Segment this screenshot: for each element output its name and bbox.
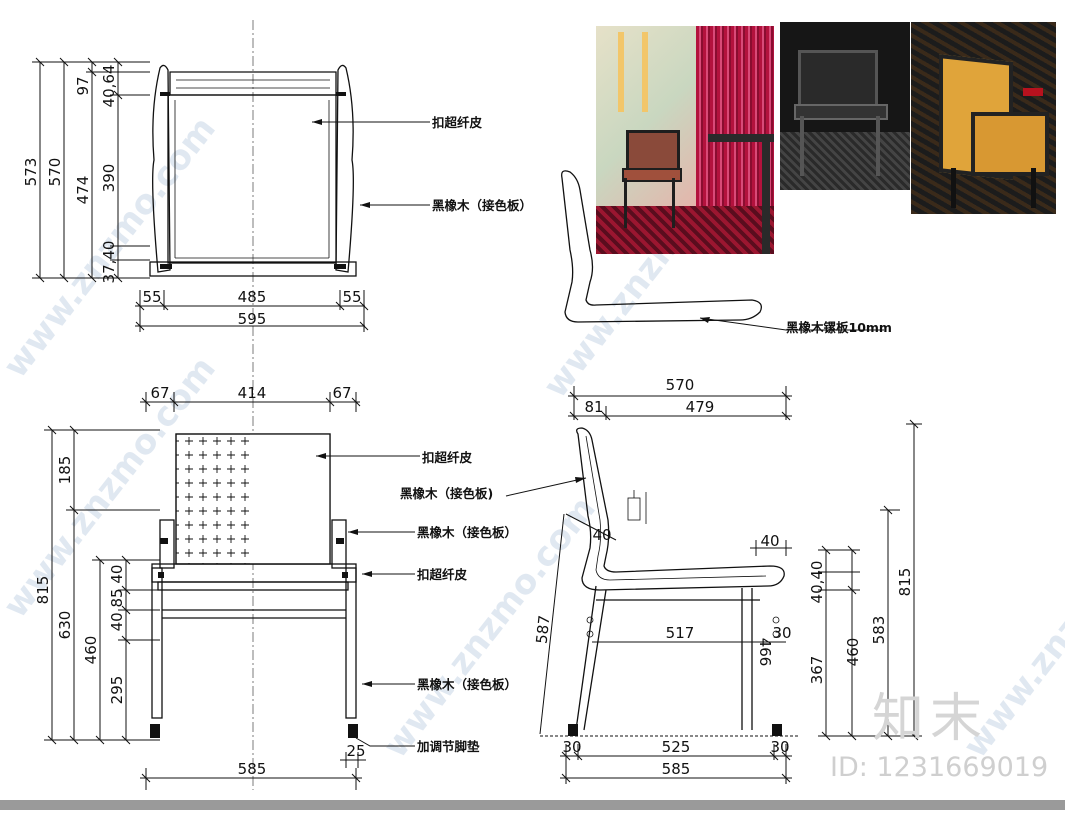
- photo-orange-chair: [911, 22, 1056, 214]
- dim-185: 185: [56, 456, 74, 485]
- dim-525: 525: [662, 738, 691, 756]
- dim-570-side: 570: [666, 376, 695, 394]
- dim-25: 25: [346, 742, 365, 760]
- dim-815-side: 815: [896, 568, 914, 597]
- dim-37-40: 37,40: [100, 241, 118, 284]
- dim-583: 583: [870, 616, 888, 645]
- dim-67-left: 67: [150, 384, 169, 402]
- dim-815-front: 815: [34, 576, 52, 605]
- dim-517: 517: [666, 624, 695, 642]
- brand-watermark: 知末: [872, 689, 989, 749]
- dim-55-left: 55: [142, 288, 161, 306]
- dim-81: 81: [584, 398, 603, 416]
- dim-295: 295: [108, 676, 126, 705]
- dim-585-side: 585: [662, 760, 691, 778]
- side-view: 570 81 479 40 40 587 517 30 466 367 40,4…: [400, 376, 922, 784]
- dim-466: 466: [756, 638, 774, 667]
- dim-630: 630: [56, 611, 74, 640]
- dim-55-right: 55: [342, 288, 361, 306]
- label-oak-side: 黑橡木（接色板): [400, 486, 493, 501]
- dim-479: 479: [686, 398, 715, 416]
- dim-390: 390: [100, 164, 118, 193]
- top-view: 573 570 474 97 40,64 390 37,40 55 485 55…: [22, 57, 532, 332]
- photo-dining-room: [596, 26, 774, 254]
- label-oak-front-leg: 黑橡木（接色板）: [417, 677, 517, 692]
- dim-587: 587: [533, 614, 554, 644]
- watermark-layer: www.znzmo.com www.znzmo.com www.znzmo.co…: [0, 109, 1065, 765]
- plywood-profile: 黑橡木镙板10mm: [561, 170, 892, 335]
- dim-97: 97: [74, 76, 92, 95]
- dim-30-mid: 30: [772, 624, 791, 642]
- label-foot-pad: 加调节脚垫: [416, 739, 480, 754]
- dim-40-85-40: 40 85 40: [108, 565, 126, 632]
- label-plywood: 黑橡木镙板10mm: [786, 320, 892, 335]
- dim-40-40: 40,40: [808, 561, 826, 604]
- label-leather-top: 扣超纤皮: [432, 115, 483, 130]
- dim-585-front: 585: [238, 760, 267, 778]
- dim-30-right: 30: [770, 738, 789, 756]
- dim-67-right: 67: [332, 384, 351, 402]
- label-oak-front-arm: 黑橡木（接色板）: [417, 525, 517, 540]
- dim-573: 573: [22, 158, 40, 187]
- dim-460-front: 460: [82, 636, 100, 665]
- dim-414: 414: [238, 384, 267, 402]
- dim-595: 595: [238, 310, 267, 328]
- label-oak-top: 黑橡木（接色板）: [432, 198, 532, 213]
- photo-dark-chair: [780, 22, 910, 190]
- dim-40-seat: 40: [760, 532, 779, 550]
- dim-40-64: 40,64: [100, 65, 118, 108]
- dim-367: 367: [808, 656, 826, 685]
- dim-570: 570: [46, 158, 64, 187]
- id-watermark: ID: 1231669019: [830, 752, 1049, 783]
- dim-30-left: 30: [562, 738, 581, 756]
- label-leather-front-seat: 扣超纤皮: [417, 567, 468, 582]
- dim-460-side: 460: [844, 638, 862, 667]
- dim-485: 485: [238, 288, 267, 306]
- bottom-bar: [0, 800, 1065, 810]
- dim-474: 474: [74, 176, 92, 205]
- label-leather-front: 扣超纤皮: [422, 450, 473, 465]
- front-view: 67 414 67 815 185 630 460 295 40 85 40 5…: [34, 384, 517, 790]
